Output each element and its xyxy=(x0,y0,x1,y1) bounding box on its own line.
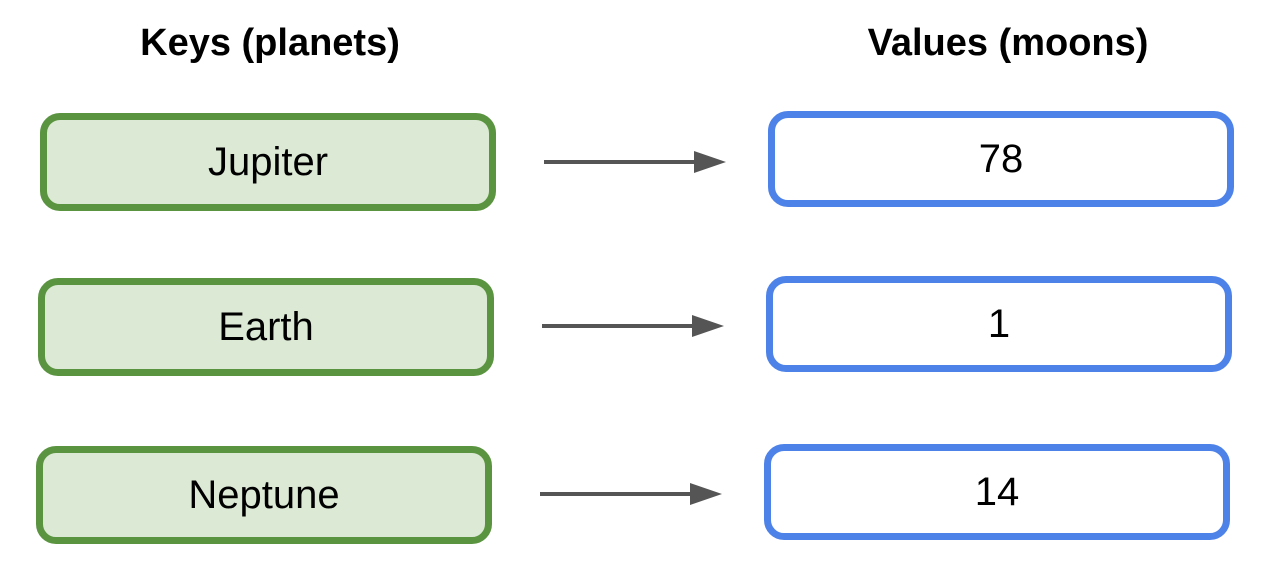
values-column-heading: Values (moons) xyxy=(867,22,1149,64)
value-box-earth: 1 xyxy=(766,276,1232,372)
right-arrow-icon xyxy=(544,151,726,173)
right-arrow-icon xyxy=(542,315,724,337)
key-box-earth: Earth xyxy=(38,278,494,376)
value-box-neptune: 14 xyxy=(764,444,1230,540)
key-box-neptune: Neptune xyxy=(36,446,492,544)
key-box-jupiter: Jupiter xyxy=(40,113,496,211)
value-box-jupiter: 78 xyxy=(768,111,1234,207)
keys-column-heading: Keys (planets) xyxy=(140,22,400,64)
right-arrow-icon xyxy=(540,483,722,505)
